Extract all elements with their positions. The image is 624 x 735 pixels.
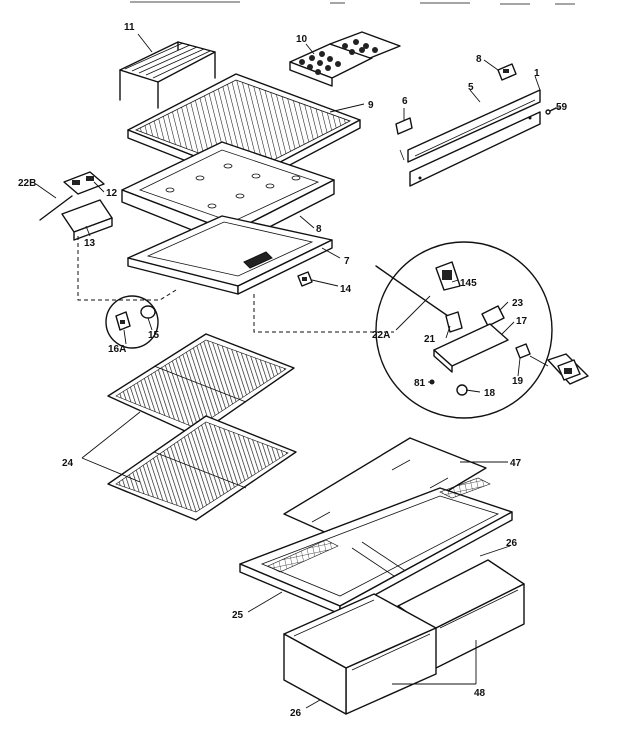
label-5: 5 [468, 82, 474, 93]
label-25: 25 [232, 610, 244, 621]
label-18: 18 [484, 388, 496, 399]
part-11-wire-rack [119, 41, 216, 109]
label-7: 7 [344, 256, 350, 267]
label-6: 6 [402, 96, 408, 107]
label-15: 15 [148, 330, 160, 341]
part-14 [297, 271, 313, 287]
label-16a: 16A [108, 344, 126, 355]
label-14: 14 [340, 284, 352, 295]
label-81: 81 [414, 378, 426, 389]
part-5-rail [407, 89, 541, 187]
leader-lines [35, 33, 560, 709]
part-10-egg-trays [289, 31, 401, 87]
label-22b: 22B [18, 178, 36, 189]
label-17: 17 [516, 316, 528, 327]
label-11: 11 [124, 22, 135, 33]
part-24-shelf-lower [107, 415, 297, 521]
label-8b: 8 [316, 224, 322, 235]
part-24-shelf-upper [107, 333, 295, 437]
part-59-screw [545, 107, 557, 115]
label-47: 47 [510, 458, 522, 469]
label-9: 9 [368, 100, 374, 111]
label-8a: 8 [476, 54, 482, 65]
part-12-13-left-assembly [39, 171, 113, 241]
part-6-bracket [395, 117, 413, 161]
label-13: 13 [84, 238, 96, 249]
external-bracket [529, 353, 589, 385]
label-59: 59 [556, 102, 568, 113]
label-1: 1 [534, 68, 540, 79]
label-22a: 22A [372, 330, 390, 341]
label-19: 19 [512, 376, 524, 387]
label-26b: 26 [290, 708, 302, 719]
label-48: 48 [474, 688, 486, 699]
label-26a: 26 [506, 538, 518, 549]
part-26-crisper-left [283, 593, 437, 715]
detail-circle-light-assembly [375, 241, 553, 419]
label-24: 24 [62, 458, 74, 469]
part-7-cover [127, 215, 333, 295]
callout-labels: 11 10 8 1 5 59 9 6 22B 12 13 8 7 14 145 … [18, 22, 568, 719]
part-25-crisper-frame [239, 477, 513, 615]
top-edge-fragments [130, 1, 575, 5]
label-23: 23 [512, 298, 524, 309]
label-12: 12 [106, 188, 118, 199]
label-21: 21 [424, 334, 436, 345]
label-10: 10 [296, 34, 308, 45]
label-145: 145 [460, 278, 477, 289]
part-8-clip [497, 63, 517, 81]
